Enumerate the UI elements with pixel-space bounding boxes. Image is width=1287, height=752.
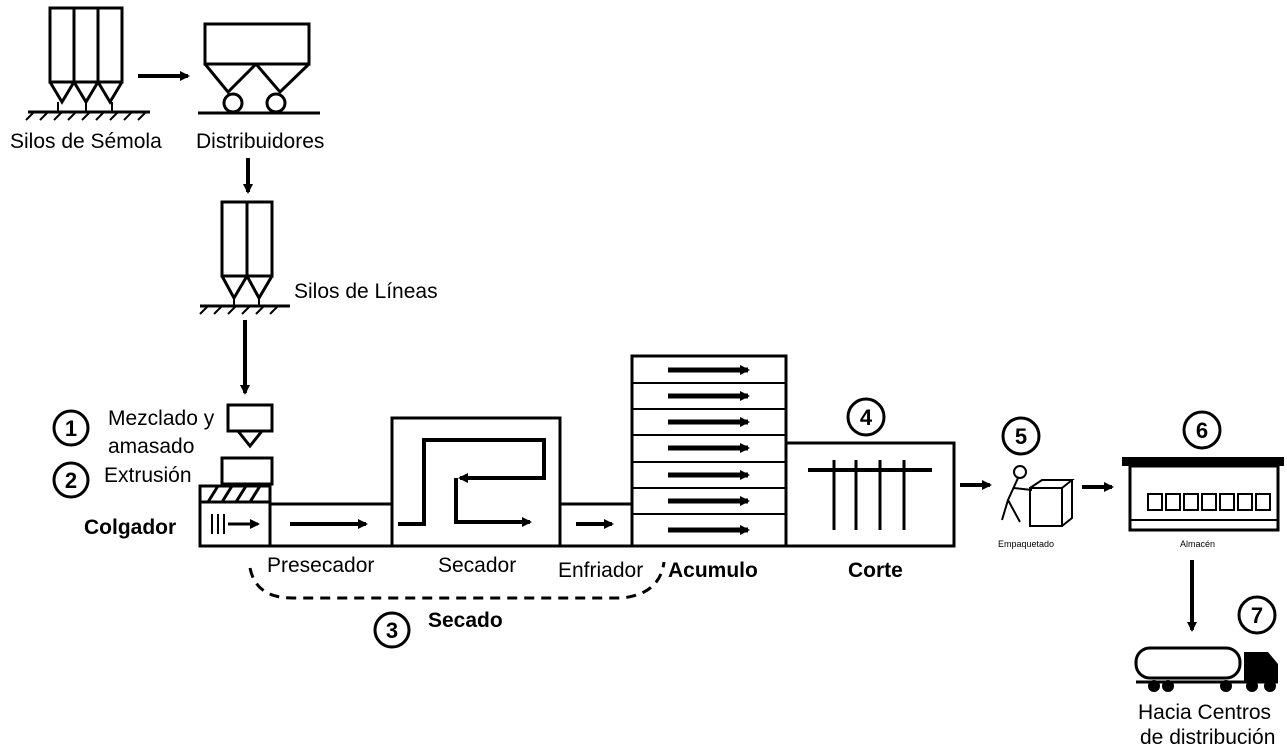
mezclado-label: Mezclado y (108, 407, 215, 430)
step-5-circle (1001, 416, 1041, 456)
mezclador-icon (220, 403, 274, 486)
secador-flow-icon (398, 438, 546, 527)
step-2-circle (52, 461, 90, 499)
silos-lineas-label: Silos de Líneas (294, 280, 438, 303)
corte-cutter-icon (808, 460, 932, 530)
acumulo-label: Acumulo (668, 559, 758, 582)
step-4-number: 4 (860, 405, 873, 430)
distribuidores-icon (198, 22, 320, 115)
step-7-number: 7 (1251, 603, 1263, 628)
acumulo-racks-icon (630, 354, 788, 548)
warehouse-icon (1122, 457, 1284, 532)
silos-semola-icon (25, 6, 150, 121)
worker-packing-icon (1001, 465, 1075, 527)
corte-box (784, 441, 956, 548)
silos-lineas-icon (199, 200, 290, 315)
step-4-circle (846, 397, 886, 437)
corte-label: Corte (848, 559, 903, 582)
enfriador-label: Enfriador (558, 559, 643, 582)
silos-semola-label: Silos de Sémola (10, 130, 162, 153)
secador-label: Secador (438, 554, 516, 577)
almacen-label: Almacén (1180, 539, 1215, 549)
secado-bracket (248, 561, 666, 600)
colgador-label: Colgador (84, 516, 176, 539)
hacia-centros-label: Hacia Centros (1138, 701, 1271, 724)
step-3-number: 3 (386, 618, 398, 643)
extrusion-label: Extrusión (104, 464, 192, 487)
secado-label: Secado (428, 609, 503, 632)
secador-box (390, 416, 562, 548)
step-6-number: 6 (1196, 418, 1208, 443)
truck-icon (1134, 646, 1278, 692)
presecador-label: Presecador (267, 554, 374, 577)
step-6-circle (1182, 410, 1222, 450)
amasado-label: amasado (108, 435, 194, 458)
step-1-number: 1 (65, 416, 77, 441)
step-3-circle (373, 611, 411, 649)
step-7-circle (1237, 595, 1277, 635)
distribucion-label: de distribución (1140, 726, 1275, 749)
step-2-number: 2 (65, 468, 77, 493)
step-1-circle (52, 409, 90, 447)
colgador-icon (198, 484, 272, 548)
empaquetado-label: Empaquetado (998, 539, 1054, 549)
step-5-number: 5 (1015, 424, 1027, 449)
distribuidores-label: Distribuidores (196, 130, 324, 153)
